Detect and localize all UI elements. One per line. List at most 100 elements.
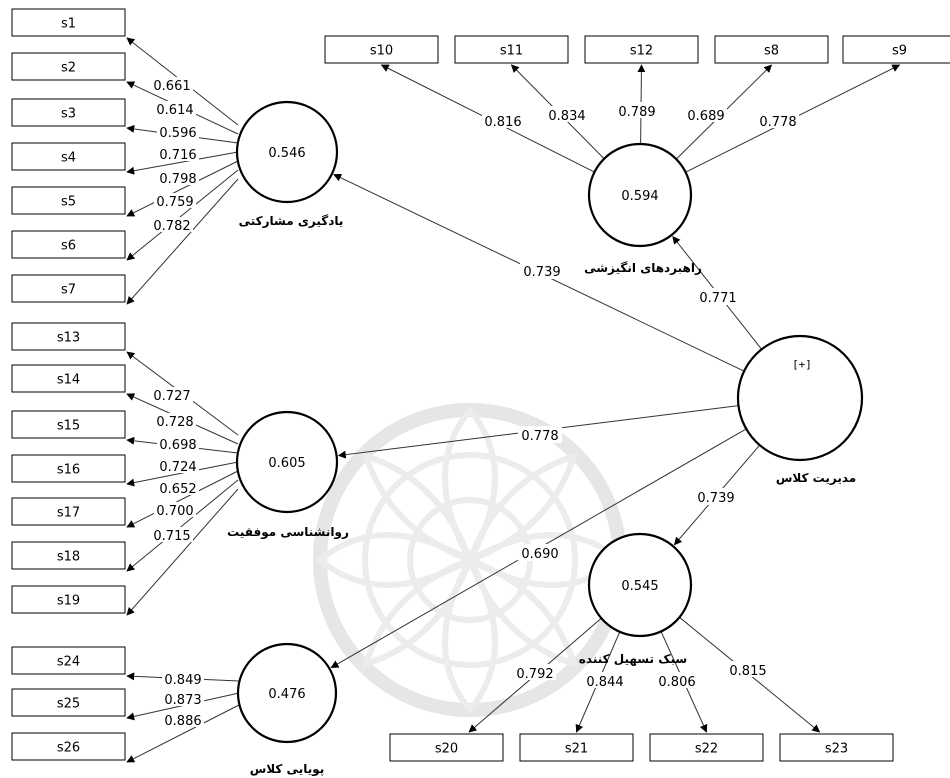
structural-coefficient-facilitative_style: 0.739 bbox=[697, 491, 734, 506]
loading-label-background bbox=[727, 661, 769, 677]
indicator-label-s7: s7 bbox=[61, 283, 76, 298]
loading-label-background bbox=[151, 527, 193, 542]
loading-value-s20: 0.792 bbox=[516, 667, 553, 682]
indicator-box-s16[interactable] bbox=[11, 454, 126, 483]
indicator-label-s25: s25 bbox=[57, 697, 80, 712]
indicator-label-s1: s1 bbox=[61, 17, 76, 32]
loading-value-s17: 0.652 bbox=[159, 482, 196, 497]
indicator-box-s4[interactable] bbox=[11, 142, 126, 171]
loading-label-background bbox=[154, 193, 196, 208]
loading-label-background bbox=[584, 672, 626, 688]
loading-value-s2: 0.614 bbox=[156, 103, 193, 118]
indicator-box-s21[interactable] bbox=[519, 733, 634, 762]
indicator-label-s16: s16 bbox=[57, 463, 80, 478]
construct-r2-participatory-learning: 0.546 bbox=[268, 146, 305, 161]
structural-label-background bbox=[518, 544, 562, 561]
structural-label-background bbox=[520, 262, 564, 279]
indicator-label-s19: s19 bbox=[57, 594, 80, 609]
loading-value-s7: 0.782 bbox=[153, 219, 190, 234]
loading-line-s7 bbox=[126, 178, 239, 305]
loading-value-s1: 0.661 bbox=[153, 79, 190, 94]
indicator-box-s24[interactable] bbox=[11, 646, 126, 675]
loading-label-background bbox=[157, 170, 199, 185]
loading-label-background bbox=[656, 672, 698, 688]
loading-value-s12: 0.789 bbox=[618, 105, 655, 120]
indicator-label-s17: s17 bbox=[57, 506, 80, 521]
structural-coefficient-success_psychology: 0.778 bbox=[521, 429, 558, 444]
loading-label-background bbox=[157, 124, 199, 139]
indicator-label-s15: s15 bbox=[57, 419, 80, 434]
indicator-box-s12[interactable] bbox=[584, 35, 699, 64]
loading-label-background bbox=[616, 102, 658, 118]
loading-value-s23: 0.815 bbox=[729, 664, 766, 679]
structural-coefficient-class_dynamics: 0.690 bbox=[521, 547, 558, 562]
indicator-box-s11[interactable] bbox=[454, 35, 569, 64]
loading-label-background bbox=[157, 436, 199, 451]
loading-value-s3: 0.596 bbox=[159, 126, 196, 141]
structural-coefficient-motivational_strategies: 0.771 bbox=[699, 291, 736, 306]
indicator-box-s9[interactable] bbox=[842, 35, 950, 64]
construct-circle-motivational-strategies[interactable] bbox=[587, 142, 693, 248]
indicator-box-s17[interactable] bbox=[11, 497, 126, 526]
loading-value-s8: 0.689 bbox=[687, 109, 724, 124]
loading-line-s4 bbox=[126, 151, 239, 175]
construct-circle-class-dynamics[interactable] bbox=[236, 642, 338, 744]
loading-label-background bbox=[157, 480, 199, 495]
indicator-box-s5[interactable] bbox=[11, 186, 126, 215]
indicator-box-s7[interactable] bbox=[11, 274, 126, 303]
indicator-box-s3[interactable] bbox=[11, 98, 126, 127]
indicator-label-s13: s13 bbox=[57, 331, 80, 346]
construct-circle-facilitative-style[interactable] bbox=[587, 532, 693, 638]
indicator-box-s20[interactable] bbox=[389, 733, 504, 762]
indicator-box-s15[interactable] bbox=[11, 410, 126, 439]
indicator-box-s1[interactable] bbox=[11, 8, 126, 37]
indicator-label-s8: s8 bbox=[764, 44, 779, 59]
indicator-box-s23[interactable] bbox=[779, 733, 894, 762]
indicator-box-s19[interactable] bbox=[11, 585, 126, 614]
loading-label-background bbox=[151, 77, 193, 92]
indicator-box-s2[interactable] bbox=[11, 52, 126, 81]
indicator-box-s14[interactable] bbox=[11, 364, 126, 393]
construct-circle-success-psychology[interactable] bbox=[235, 410, 339, 514]
loading-value-s9: 0.778 bbox=[759, 115, 796, 130]
indicator-box-s6[interactable] bbox=[11, 230, 126, 259]
loading-value-s19: 0.715 bbox=[153, 529, 190, 544]
indicator-box-s18[interactable] bbox=[11, 541, 126, 570]
construct-r2-facilitative-style: 0.545 bbox=[621, 579, 658, 594]
indicator-box-s10[interactable] bbox=[324, 35, 439, 64]
construct-circle-participatory-learning[interactable] bbox=[235, 100, 339, 204]
indicator-label-s3: s3 bbox=[61, 107, 76, 122]
indicator-label-s14: s14 bbox=[57, 373, 80, 388]
loading-label-background bbox=[757, 112, 799, 128]
indicator-box-s26[interactable] bbox=[11, 732, 126, 761]
indicator-box-s22[interactable] bbox=[649, 733, 764, 762]
indicator-box-s25[interactable] bbox=[11, 688, 126, 717]
loading-label-background bbox=[151, 387, 193, 402]
indicator-label-s12: s12 bbox=[630, 44, 653, 59]
loading-value-s21: 0.844 bbox=[586, 675, 623, 690]
loading-value-s15: 0.698 bbox=[159, 438, 196, 453]
loading-label-background bbox=[514, 664, 556, 680]
loading-label-background bbox=[154, 101, 196, 116]
loading-label-background bbox=[162, 712, 204, 727]
loading-value-s13: 0.727 bbox=[153, 389, 190, 404]
construct-circle-class-management[interactable] bbox=[736, 334, 864, 462]
loading-value-s22: 0.806 bbox=[658, 675, 695, 690]
construct-name-motivational-strategies: راهبردهای انگیزشی bbox=[584, 261, 702, 275]
indicator-box-s8[interactable] bbox=[714, 35, 829, 64]
indicator-label-s9: s9 bbox=[892, 44, 907, 59]
structural-coefficient-participatory_learning: 0.739 bbox=[523, 265, 560, 280]
loading-label-background bbox=[157, 146, 199, 161]
loading-value-s24: 0.849 bbox=[164, 673, 201, 688]
loading-line-s6 bbox=[126, 169, 239, 261]
loading-line-s5 bbox=[126, 160, 239, 217]
expand-toggle[interactable]: [+] bbox=[792, 358, 812, 371]
loading-value-s25: 0.873 bbox=[164, 693, 201, 708]
structural-label-background bbox=[518, 426, 562, 443]
loading-line-s17 bbox=[126, 470, 239, 528]
loading-value-s6: 0.759 bbox=[156, 195, 193, 210]
indicator-box-s13[interactable] bbox=[11, 322, 126, 351]
loading-label-background bbox=[154, 413, 196, 428]
loading-label-background bbox=[154, 502, 196, 517]
